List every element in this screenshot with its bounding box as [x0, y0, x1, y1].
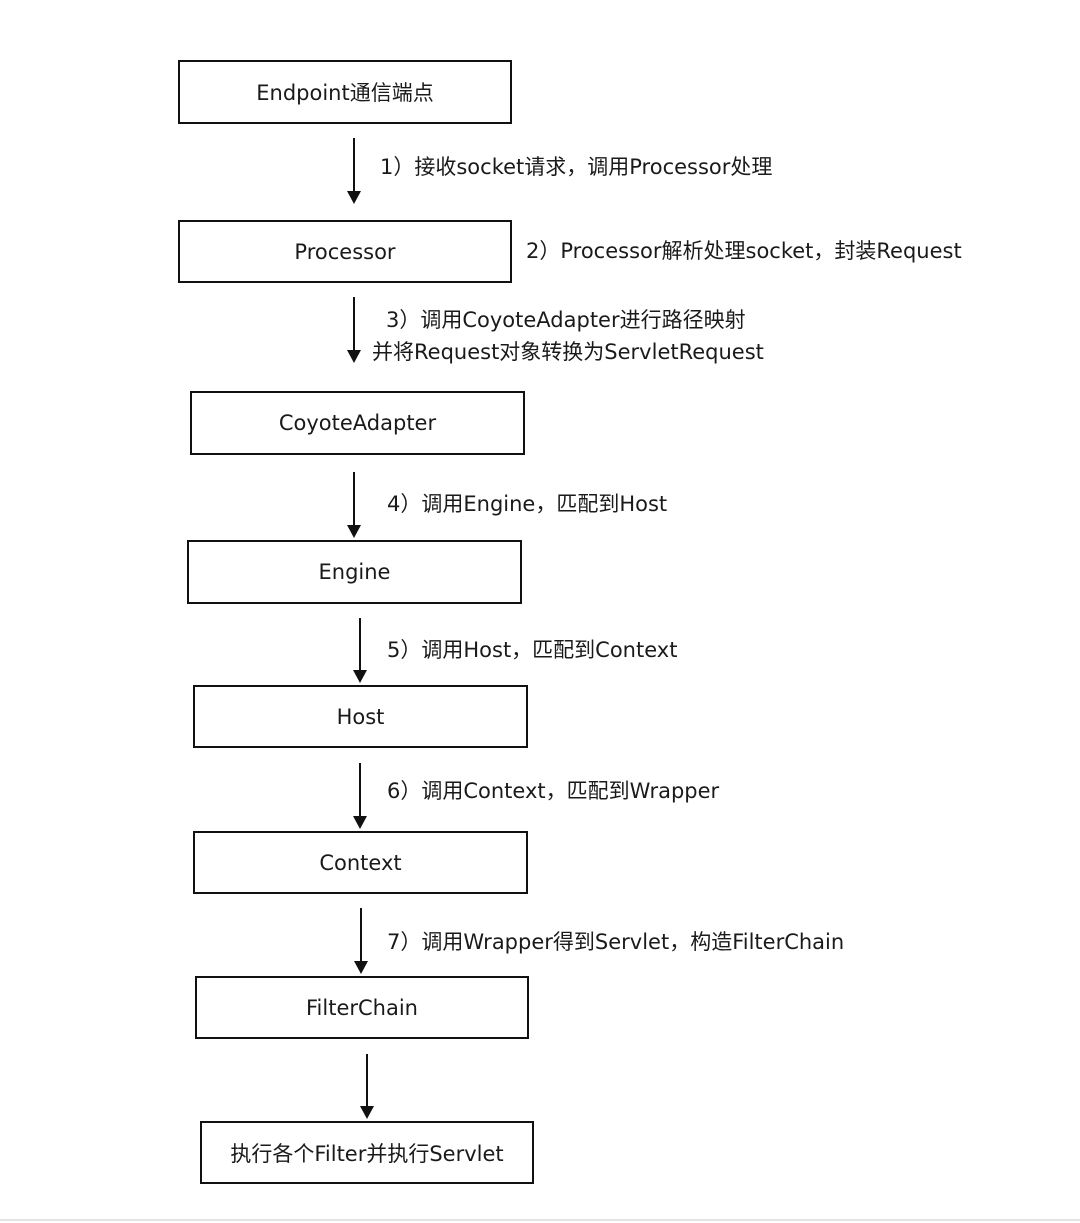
- execute-filters-node: 执行各个Filter并执行Servlet: [200, 1121, 534, 1184]
- arrow-engine-to-host: [353, 618, 367, 683]
- arrow-context-to-filter-chain: [354, 908, 368, 974]
- arrow-host-to-context: [353, 763, 367, 829]
- arrow-endpoint-to-processor: [347, 138, 361, 204]
- arrow-coyote-adapter-to-engine: [347, 472, 361, 538]
- filter-chain-node: FilterChain: [195, 976, 529, 1039]
- coyote-adapter-node: CoyoteAdapter: [190, 391, 525, 455]
- step-3-label-line-1: 3）调用CoyoteAdapter进行路径映射: [386, 308, 746, 332]
- processor-node: Processor: [178, 220, 512, 283]
- arrow-processor-to-coyote-adapter: [347, 297, 361, 363]
- context-node: Context: [193, 831, 528, 894]
- host-node: Host: [193, 685, 528, 748]
- step-1-label: 1）接收socket请求，调用Processor处理: [380, 155, 773, 179]
- step-3-label-line-2: 并将Request对象转换为ServletRequest: [372, 340, 764, 364]
- step-6-label: 6）调用Context，匹配到Wrapper: [387, 779, 720, 803]
- step-5-label: 5）调用Host，匹配到Context: [387, 638, 678, 662]
- engine-node: Engine: [187, 540, 522, 604]
- step-2-label: 2）Processor解析处理socket，封装Request: [526, 239, 962, 263]
- arrow-filter-chain-to-execute: [360, 1054, 374, 1119]
- bottom-divider: [0, 1219, 1080, 1221]
- step-7-label: 7）调用Wrapper得到Servlet，构造FilterChain: [387, 930, 845, 954]
- step-4-label: 4）调用Engine，匹配到Host: [387, 492, 668, 516]
- endpoint-node: Endpoint通信端点: [178, 60, 512, 124]
